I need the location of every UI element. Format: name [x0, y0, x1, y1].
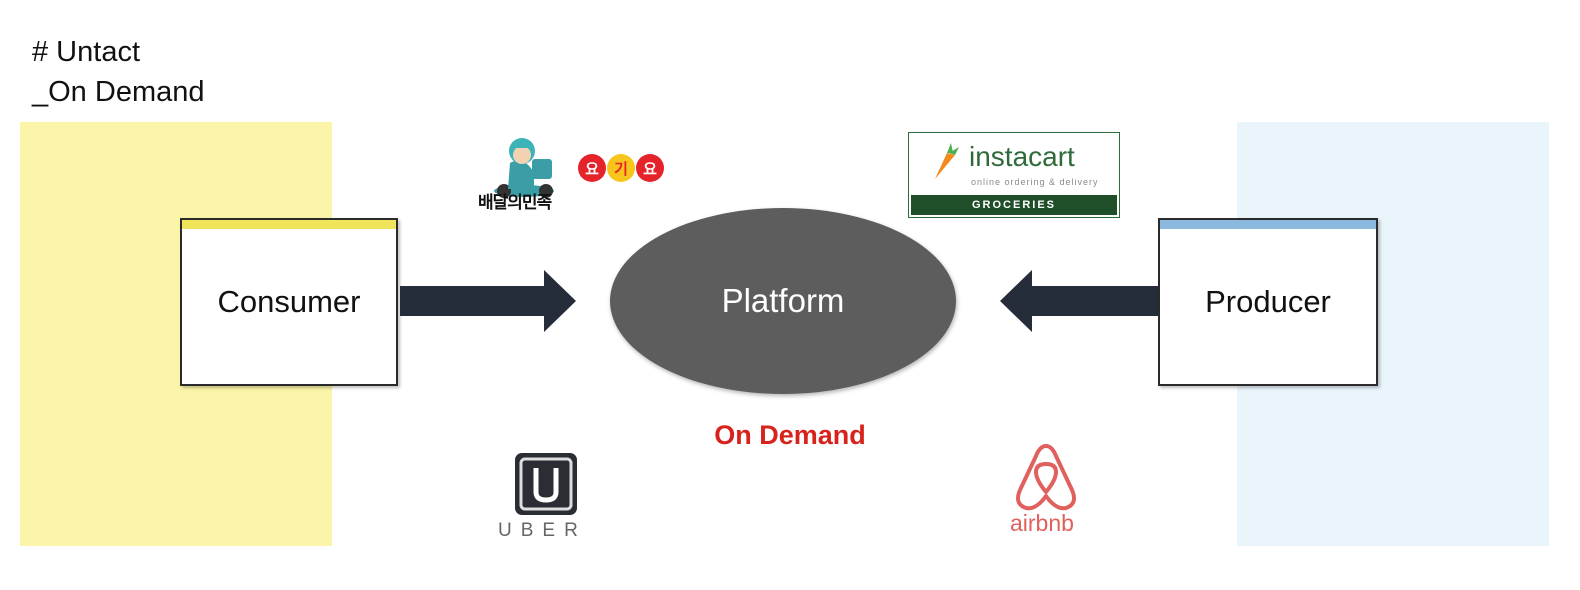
instacart-tagline: online ordering & delivery: [971, 177, 1099, 187]
instacart-category-banner: GROCERIES: [911, 195, 1117, 215]
airbnb-icon: [1016, 444, 1076, 511]
arrow-producer-to-platform: [1000, 270, 1160, 332]
platform-ellipse: Platform: [610, 208, 956, 394]
yogiyo-char-1: 요: [578, 154, 606, 182]
consumer-box: Consumer: [180, 218, 398, 386]
consumer-label: Consumer: [217, 284, 361, 319]
uber-icon: [515, 453, 577, 515]
baemin-rider-icon: [494, 138, 554, 198]
instacart-wordmark: instacart: [969, 141, 1075, 172]
consumer-box-header-bar: [182, 220, 396, 229]
slide-title: # Untact _On Demand: [32, 32, 205, 112]
airbnb-wordmark: airbnb: [1010, 510, 1074, 536]
instacart-logo: instacart online ordering & delivery GRO…: [908, 132, 1120, 218]
producer-label: Producer: [1205, 284, 1331, 319]
producer-box: Producer: [1158, 218, 1378, 386]
yogiyo-logo: 요 기 요: [578, 154, 664, 182]
uber-wordmark: UBER: [498, 520, 587, 541]
producer-box-header-bar: [1160, 220, 1376, 229]
platform-label: Platform: [721, 282, 845, 319]
title-line-1: # Untact: [32, 36, 140, 68]
baemin-wordmark: 배달의민족: [478, 193, 552, 212]
title-line-2: _On Demand: [32, 76, 205, 108]
on-demand-label: On Demand: [714, 420, 866, 450]
arrow-consumer-to-platform: [400, 270, 576, 332]
yogiyo-char-3: 요: [636, 154, 664, 182]
yogiyo-char-2: 기: [607, 154, 635, 182]
carrot-icon: [935, 143, 959, 179]
